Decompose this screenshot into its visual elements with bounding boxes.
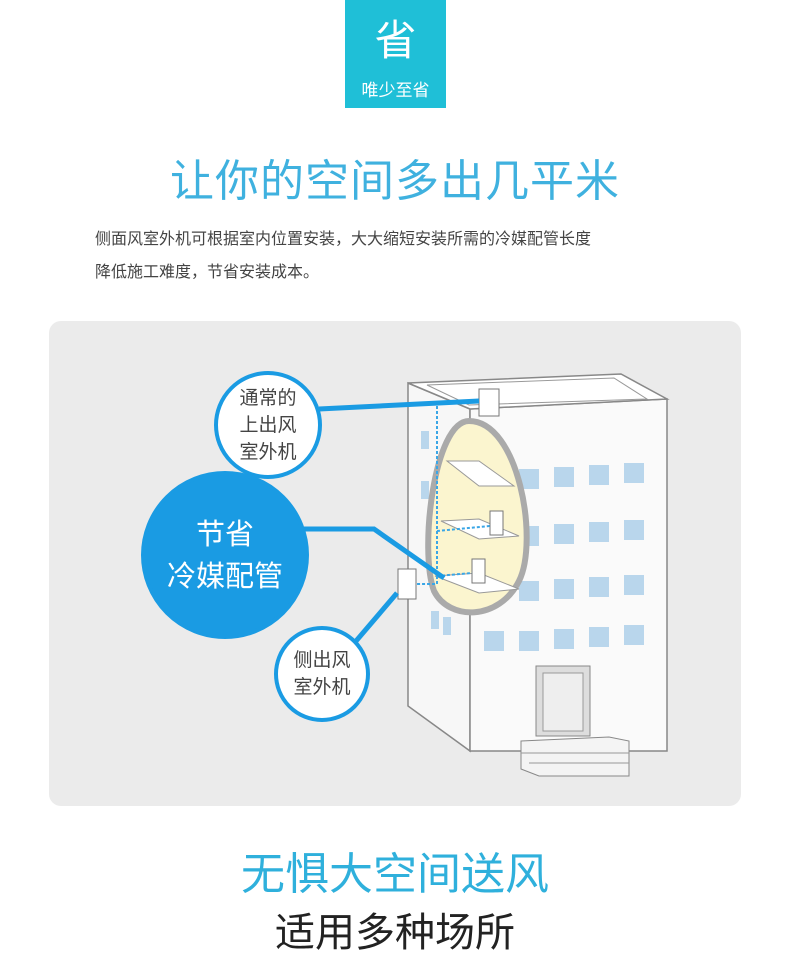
badge-icon-char: 省	[374, 16, 417, 65]
bubble-side-outlet-unit: 侧出风室外机	[274, 626, 370, 722]
description-line: 降低施工难度，节省安装成本。	[95, 262, 320, 281]
bubble-text: 上出风	[239, 413, 297, 436]
bubble-text: 通常的	[239, 386, 297, 409]
badge-label: 唯少至省	[361, 81, 430, 101]
bubble-text: 节省	[195, 517, 254, 551]
description: 侧面风室外机可根据室内位置安装，大大缩短安装所需的冷媒配管长度 降低施工难度，节…	[95, 222, 735, 288]
diagram-panel: 通常的上出风室外机 节省冷媒配管 侧出风室外机	[49, 321, 741, 806]
bottom-headline: 无惧大空间送风	[241, 849, 549, 900]
bubble-top-outlet-unit: 通常的上出风室外机	[214, 371, 322, 479]
section-title: 让你的空间多出几平米	[170, 156, 620, 207]
save-badge: 省 唯少至省	[345, 0, 446, 108]
bubble-text: 室外机	[293, 676, 351, 698]
description-line: 侧面风室外机可根据室内位置安装，大大缩短安装所需的冷媒配管长度	[95, 229, 592, 248]
building-illustration	[304, 373, 670, 777]
bubble-text: 冷媒配管	[166, 559, 283, 593]
bubble-save-refrigerant-pipe: 节省冷媒配管	[141, 471, 309, 639]
bottom-subheadline: 适用多种场所	[275, 910, 515, 956]
bubble-text: 室外机	[239, 440, 297, 463]
bubble-text: 侧出风	[293, 649, 351, 671]
